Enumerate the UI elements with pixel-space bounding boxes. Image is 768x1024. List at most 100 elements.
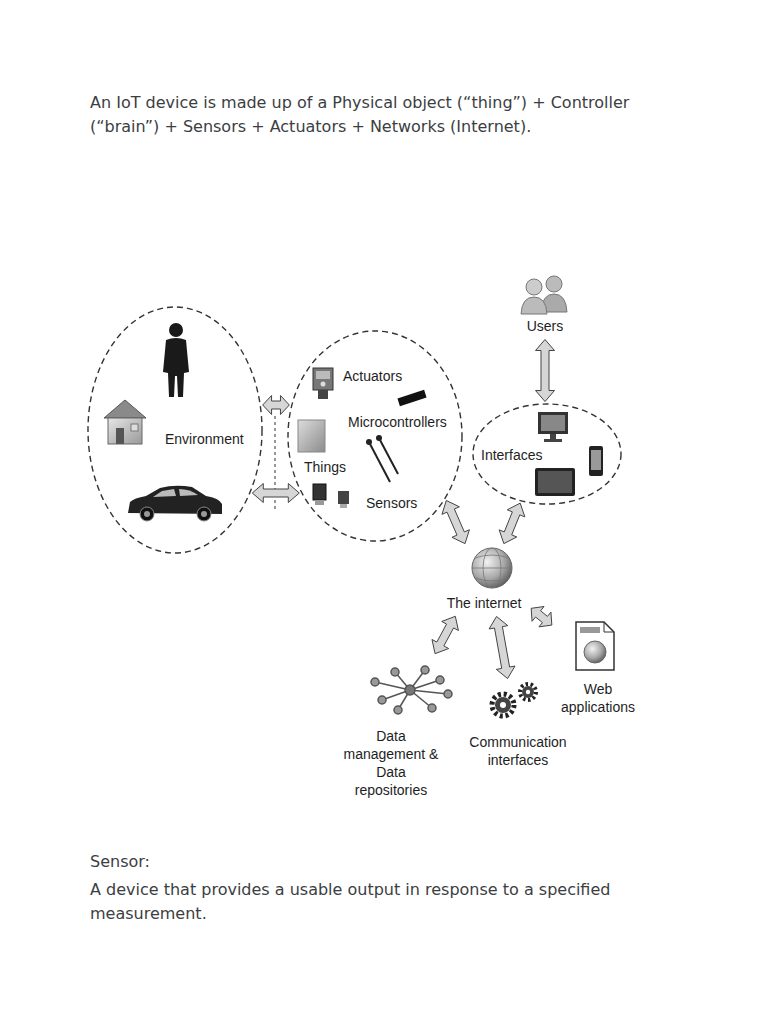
car-icon-part xyxy=(179,489,198,496)
house-icon-part xyxy=(108,418,142,444)
label-slot: A device that provides a usable output i… xyxy=(90,878,690,926)
node-label: Actuators xyxy=(343,367,402,385)
microcontroller-icon-part xyxy=(397,390,426,406)
car-icon-part xyxy=(144,511,150,517)
sensor-icons-part xyxy=(338,491,349,504)
phone-icon-part xyxy=(591,450,601,470)
tablet-icon-part xyxy=(535,468,575,496)
network-icon-part xyxy=(378,696,386,704)
network-icon-part xyxy=(394,706,402,714)
tablet-icon-part xyxy=(538,471,572,493)
house-icon-part xyxy=(131,424,138,431)
region-outline xyxy=(87,306,263,554)
car-icon-part xyxy=(197,507,211,521)
text-slot: Communication interfaces xyxy=(462,733,574,769)
node-label: Interfaces xyxy=(481,446,542,464)
monitor-icon xyxy=(538,412,568,442)
monitor-icon-part xyxy=(538,412,568,434)
actuator-icon-part xyxy=(313,368,333,390)
block-arrow xyxy=(499,503,525,543)
network-icon-part xyxy=(444,690,452,698)
gears-icon-part xyxy=(522,686,534,698)
microcontroller-icon xyxy=(397,390,426,406)
block-arrow xyxy=(489,616,515,678)
web-page-icon xyxy=(576,622,614,670)
monitor-icon-part xyxy=(550,434,556,439)
things-region: ActuatorsMicrocontrollersThingsSensors xyxy=(287,330,463,542)
node-label: Sensors xyxy=(366,494,417,512)
text-slot: Interfaces xyxy=(481,446,542,464)
web-page-icon-part xyxy=(604,622,614,632)
web-page-icon-part xyxy=(580,627,600,633)
text-slot: Microcontrollers xyxy=(348,413,447,431)
text-slot: Users xyxy=(512,317,578,335)
dashed-ellipse xyxy=(88,307,262,553)
person-icon-part xyxy=(163,338,189,397)
users-icon xyxy=(521,276,567,314)
node-label: Users xyxy=(512,317,578,335)
divider-line xyxy=(275,416,276,512)
communication-node: Communication interfaces xyxy=(462,680,576,772)
node-label: Communication interfaces xyxy=(462,733,574,769)
network-icon-part xyxy=(428,704,436,712)
web-app-node: Web applications xyxy=(553,618,645,719)
phone-icon-part xyxy=(589,446,603,476)
car-icon-part xyxy=(153,489,176,497)
monitor-icon-part xyxy=(544,439,562,442)
tablet-icon xyxy=(535,468,575,496)
gears-icon-part xyxy=(495,697,511,713)
block-arrow xyxy=(432,616,458,653)
network-icon-part xyxy=(436,676,444,684)
sensor-icons-part xyxy=(366,439,372,445)
sensor-icons-part xyxy=(370,444,390,482)
dashed-ellipse xyxy=(473,404,621,504)
internet-node: The internet xyxy=(440,545,530,615)
actuator-icon-part xyxy=(318,390,328,399)
text-slot: The internet xyxy=(440,594,528,612)
phone-icon xyxy=(589,446,603,476)
network-icon-part xyxy=(391,668,399,676)
users-icon-part xyxy=(546,276,562,292)
label-slot: An IoT device is made up of a Physical o… xyxy=(90,91,690,139)
node-label: Data management & Data repositories xyxy=(340,727,442,799)
block-arrow xyxy=(531,607,552,627)
actuator-icon xyxy=(313,368,333,399)
label-slot: Sensor: xyxy=(90,850,690,874)
block-arrow xyxy=(263,396,290,415)
house-icon-part xyxy=(116,428,124,444)
interfaces-region: Interfaces xyxy=(472,403,622,505)
sensor-icons-part xyxy=(340,504,347,508)
text-slot: Data management & Data repositories xyxy=(340,727,442,799)
web-page-icon-part xyxy=(576,622,614,670)
sensor-icons-part xyxy=(376,435,382,441)
node-label: Microcontrollers xyxy=(348,413,447,431)
thing-icon xyxy=(298,420,325,452)
sensor-icons-part xyxy=(315,500,324,505)
dashed-ellipse xyxy=(288,331,462,541)
network-icon xyxy=(371,666,452,714)
node-label: Things xyxy=(304,458,346,476)
gears-icon-part xyxy=(492,694,514,716)
monitor-icon-part xyxy=(541,415,565,431)
actuator-icon-part xyxy=(321,382,326,387)
car-icon-part xyxy=(201,511,207,517)
users-icon-part xyxy=(526,279,542,295)
data-store-node: Data management & Data repositories xyxy=(338,655,458,802)
person-icon-part xyxy=(169,323,183,337)
text-slot: Sensors xyxy=(366,494,417,512)
globe-icon-part xyxy=(472,548,512,588)
house-icon-part xyxy=(104,400,146,418)
actuator-icon-part xyxy=(316,371,330,379)
users-icon-part xyxy=(521,297,547,314)
users-node: Users xyxy=(512,268,580,338)
gears-icon-part xyxy=(520,684,536,700)
node-label: Environment xyxy=(165,430,244,448)
text-slot: Actuators xyxy=(343,367,402,385)
block-arrow xyxy=(252,484,299,503)
section-heading: Sensor: xyxy=(90,850,690,874)
car-icon xyxy=(128,486,222,521)
globe-icon-part xyxy=(475,555,509,581)
text-slot: Things xyxy=(304,458,346,476)
web-page-icon-part xyxy=(584,641,606,663)
